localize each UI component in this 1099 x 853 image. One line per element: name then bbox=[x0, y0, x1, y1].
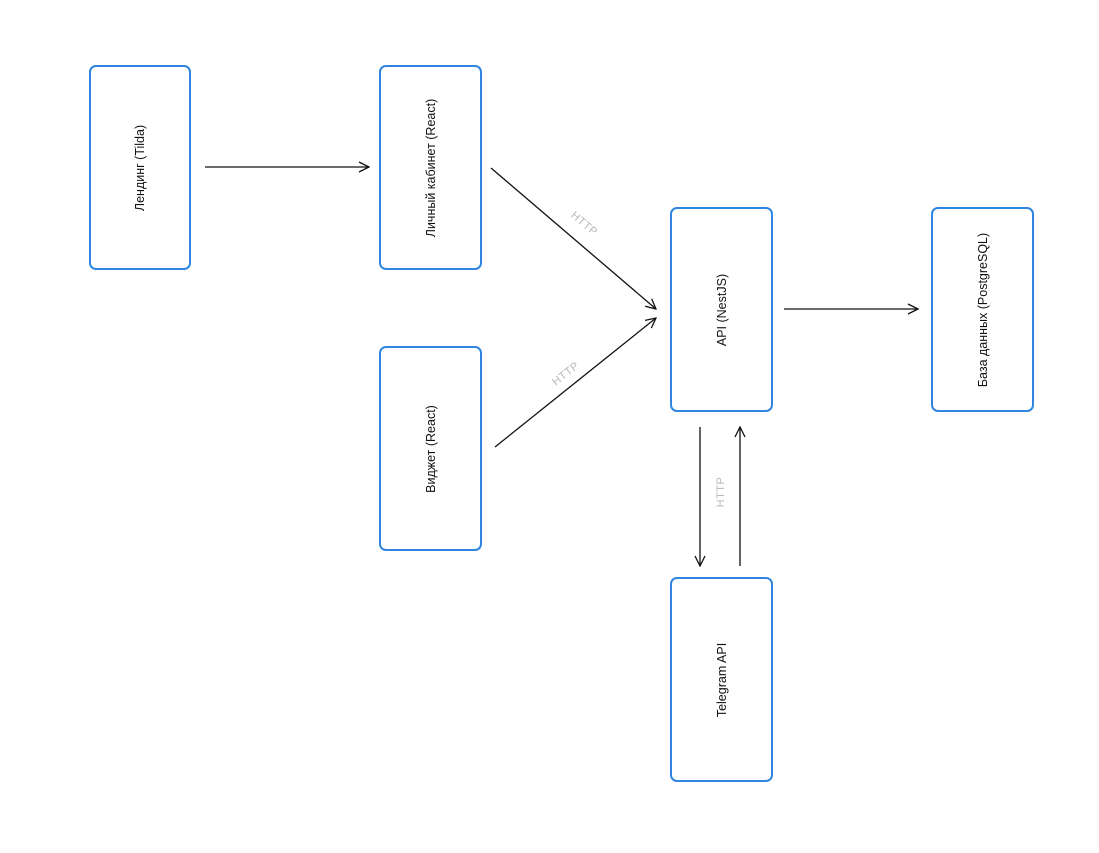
edge-widget-to-api bbox=[494, 318, 656, 448]
node-telegram-api-label: Telegram API bbox=[714, 642, 729, 717]
node-personal-cabinet[interactable]: Личный кабинет (React) bbox=[379, 65, 482, 270]
node-api[interactable]: API (NestJS) bbox=[670, 207, 773, 412]
node-widget-label: Виджет (React) bbox=[423, 404, 438, 493]
node-api-label: API (NestJS) bbox=[714, 273, 729, 346]
node-landing[interactable]: Лендинг (Tilda) bbox=[89, 65, 191, 270]
node-widget[interactable]: Виджет (React) bbox=[379, 346, 482, 551]
edge-cabinet-to-api bbox=[490, 167, 656, 309]
node-database-label: База данных (PostgreSQL) bbox=[975, 232, 990, 387]
node-landing-label: Лендинг (Tilda) bbox=[133, 124, 147, 211]
node-database[interactable]: База данных (PostgreSQL) bbox=[931, 207, 1034, 412]
node-personal-cabinet-label: Личный кабинет (React) bbox=[423, 98, 438, 237]
edge-label-api-telegram: HTTP bbox=[715, 476, 727, 508]
node-telegram-api[interactable]: Telegram API bbox=[670, 577, 773, 782]
